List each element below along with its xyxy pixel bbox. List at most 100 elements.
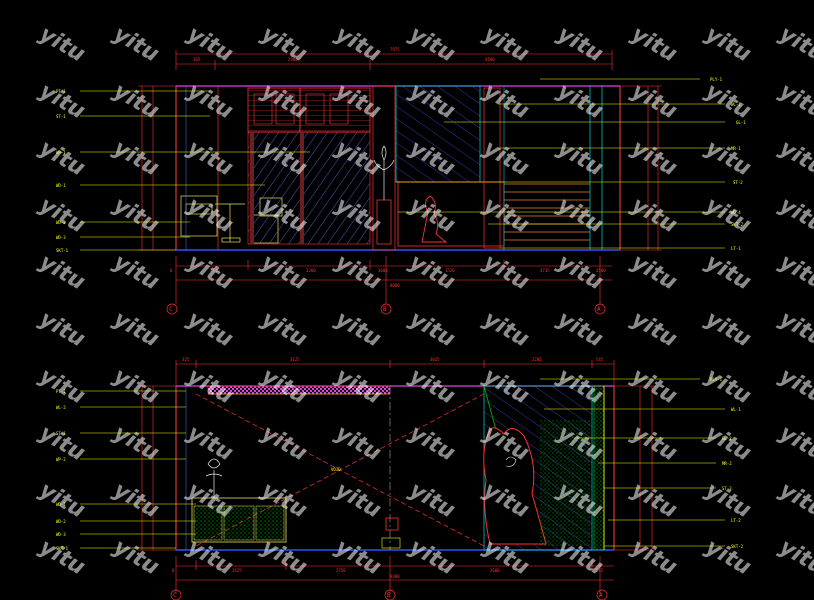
elev2-left-callout-2: WL-2 xyxy=(56,405,66,410)
elev2-right-callout-2: WL-1 xyxy=(731,407,741,412)
elev2-left-callout-1: PT-1 xyxy=(56,389,66,394)
elev2-bot-dim-2: 1425 xyxy=(232,568,242,573)
watermark-text: yitu xyxy=(627,250,681,296)
watermark-text: yitu xyxy=(627,421,681,467)
watermark-text: yitu xyxy=(183,136,237,182)
watermark-text: yitu xyxy=(405,22,459,68)
watermark-text: yitu xyxy=(775,250,814,296)
watermark-text: yitu xyxy=(109,307,163,353)
elev1-left-callout-4: WD-1 xyxy=(56,183,66,188)
watermark-text: yitu xyxy=(701,22,755,68)
watermark-text: yitu xyxy=(183,421,237,467)
elev1-bottom-dimensions xyxy=(175,256,612,304)
watermark-text: yitu xyxy=(553,79,607,125)
elev2-left-leaders xyxy=(80,390,196,549)
elev1-right-callout-8: LT-1 xyxy=(731,246,741,251)
watermark-text: yitu xyxy=(479,193,533,239)
watermark-text: yitu xyxy=(35,364,89,410)
elev1-left-leaders xyxy=(80,90,310,251)
elev2-sofa xyxy=(191,497,287,543)
watermark-text: yitu xyxy=(35,22,89,68)
elev2-grid-label-1: C xyxy=(173,592,177,599)
elev2-left-callout-3: ST-1 xyxy=(56,431,66,436)
watermark-text: yitu xyxy=(775,421,814,467)
watermark-text: yitu xyxy=(183,193,237,239)
elev2-top-dim-4: 2200 xyxy=(532,357,542,362)
watermark-text: yitu xyxy=(701,250,755,296)
watermark-text: yitu xyxy=(257,364,311,410)
elev1-left-callout-7: SKT-1 xyxy=(56,248,69,253)
watermark-text: yitu xyxy=(775,136,814,182)
watermark-text: yitu xyxy=(109,136,163,182)
elev1-right-callout-3: GL-1 xyxy=(736,120,746,125)
elev1-grid-label-1: C xyxy=(169,306,173,313)
watermark-text: yitu xyxy=(331,478,385,524)
elev1-bot-dim-4: 3600 xyxy=(378,268,388,273)
watermark-text: yitu xyxy=(405,535,459,581)
watermark-text: yitu xyxy=(627,79,681,125)
elev1-right-callout-7: SKT-2 xyxy=(731,222,744,227)
elev2-bot-dim-1: 8 xyxy=(172,568,175,573)
watermark-text: yitu xyxy=(331,250,385,296)
elev2-green-column xyxy=(593,385,605,551)
watermark-text: yitu xyxy=(701,136,755,182)
elev1-bot-dim-3: 3260 xyxy=(306,268,316,273)
watermark-text: yitu xyxy=(257,307,311,353)
watermark-text: yitu xyxy=(479,136,533,182)
watermark-text: yitu xyxy=(775,307,814,353)
elev1-right-dimensions xyxy=(620,85,662,251)
elev2-right-leaders xyxy=(540,378,725,547)
elev2-top-dimensions xyxy=(175,360,615,386)
elev2-left-callout-7: WD-3 xyxy=(56,532,66,537)
watermark-text: yitu xyxy=(331,307,385,353)
watermark-text: yitu xyxy=(701,421,755,467)
watermark-text: yitu xyxy=(405,250,459,296)
watermark-text: yitu xyxy=(109,79,163,125)
elev2-left-callout-8: SKT-1 xyxy=(56,546,69,551)
watermark-text: yitu xyxy=(405,364,459,410)
watermark-text: yitu xyxy=(775,79,814,125)
watermark-text: yitu xyxy=(627,364,681,410)
watermark-text: yitu xyxy=(183,535,237,581)
elev1-bot-dim-1: 8 xyxy=(170,268,173,273)
watermark-text: yitu xyxy=(183,22,237,68)
watermark-text: yitu xyxy=(553,22,607,68)
elev1-bot-dim-2: 2440 xyxy=(210,268,220,273)
watermark-text: yitu xyxy=(109,421,163,467)
watermark-text: yitu xyxy=(35,193,89,239)
elev2-table-lamp xyxy=(205,458,223,498)
elev1-right-callout-5: ST-2 xyxy=(733,180,743,185)
elev2-right-callout-3: GL-2 xyxy=(722,436,732,441)
watermark-text: yitu xyxy=(183,307,237,353)
elev2-top-dim-2: 3125 xyxy=(290,357,300,362)
watermark-text: yitu xyxy=(405,421,459,467)
elev2-center-note: VOID xyxy=(331,467,341,472)
watermark-text: yitu xyxy=(257,421,311,467)
elev2-bot-dim-4: 2600 xyxy=(490,568,500,573)
elev1-top-dim-1: 305 xyxy=(193,57,201,62)
elev2-left-callout-6: WD-2 xyxy=(56,519,66,524)
elev2-bot-dim-3: 2750 xyxy=(336,568,346,573)
watermark-text: yitu xyxy=(405,478,459,524)
elev2-grid-label-3: A xyxy=(599,592,603,599)
watermark-text: yitu xyxy=(331,22,385,68)
elev2-right-callout-7: SKT-2 xyxy=(731,544,744,549)
watermark-text: yitu xyxy=(553,250,607,296)
watermark-text: yitu xyxy=(35,478,89,524)
watermark-text: yitu xyxy=(701,193,755,239)
elev1-bot-dim-5: 1520 xyxy=(445,268,455,273)
watermark-text: yitu xyxy=(553,307,607,353)
watermark-text: yitu xyxy=(331,364,385,410)
elev1-left-callout-1: PT-1 xyxy=(56,89,66,94)
elev1-top-dim-3: 4180 xyxy=(485,57,495,62)
watermark-text: yitu xyxy=(627,136,681,182)
watermark-text: yitu xyxy=(701,364,755,410)
elev2-left-callout-4: WP-2 xyxy=(56,457,66,462)
watermark-text: yitu xyxy=(701,478,755,524)
watermark-text: yitu xyxy=(775,22,814,68)
watermark-text: yitu xyxy=(257,535,311,581)
watermark-text: yitu xyxy=(109,250,163,296)
watermark-layer: yitu yitu yitu yitu yitu yitu yitu yitu yitu yitu… xyxy=(35,22,814,581)
elev1-screen-panel xyxy=(247,87,371,245)
